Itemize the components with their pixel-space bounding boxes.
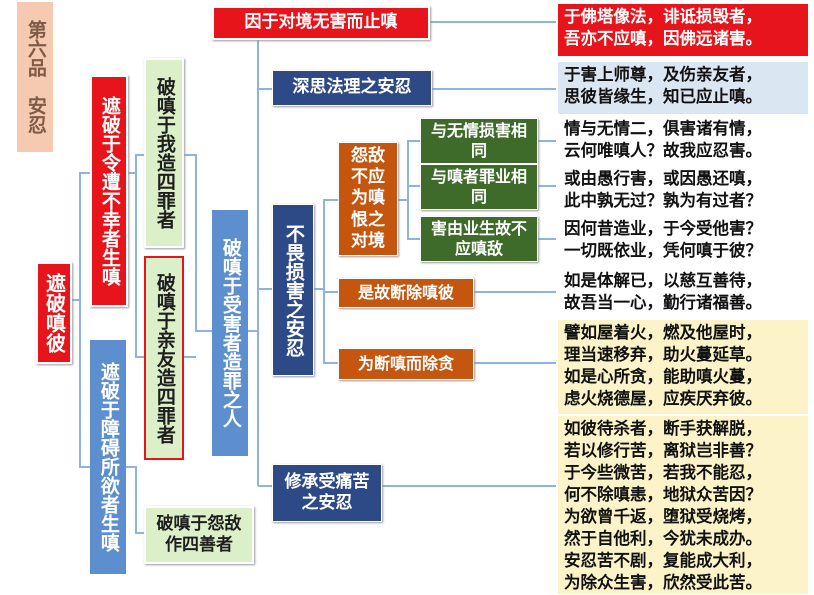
quote-line: 一切既依业，凭何嗔于彼？	[564, 241, 762, 260]
quote-2: 于害上师尊，及伤亲友者， 思彼皆缘生，知已应止嗔。	[558, 62, 808, 114]
node-e1: 与无情损害相同	[420, 118, 538, 164]
quote-line: 譬如屋着火，燃及他屋时，	[564, 323, 762, 342]
root-node: 遮破嗔彼	[36, 262, 72, 364]
node-mid: 破嗔于受害者造罪之人	[212, 210, 248, 456]
quote-line: 于今些微苦，若我不能忍，	[564, 463, 762, 482]
quote-line: 思彼皆缘生，知已应止嗔。	[564, 87, 762, 106]
quote-line: 何不除嗔恚，地狱众苦因？	[564, 485, 762, 504]
quote-line: 此中孰无过？孰为有过者？	[564, 191, 762, 210]
quote-line: 情与无情二，俱害诸有情，	[564, 119, 762, 138]
quote-6: 如是体解已，以慈互善待， 故吾当一心，勤行诸福善。	[558, 268, 808, 318]
quote-line: 或由愚行害，或因愚还嗔，	[564, 169, 762, 188]
quote-7: 譬如屋着火，燃及他屋时， 理当速移弃，助火蔓延草。 如是心所贪，能助嗔火蔓， 虑…	[558, 320, 808, 414]
node-e2: 与嗔者罪业相同	[420, 164, 538, 210]
quote-1: 于佛塔像法，诽诋损毁者， 吾亦不应嗔，因佛远诸害。	[558, 4, 808, 56]
quote-line: 故吾当一心，勤行诸福善。	[564, 293, 762, 312]
chapter-title: 第六品 安忍	[17, 2, 53, 152]
quote-line: 因何昔造业，于今受他害？	[564, 219, 762, 238]
quote-8: 如彼待杀者，断手获解脱， 若以修行苦，离狱岂非善？ 于今些微苦，若我不能忍， 何…	[558, 416, 808, 594]
node-bear: 修承受痛苦之安忍	[272, 464, 382, 522]
node-b1: 破嗔于怨敌作四善者	[144, 506, 254, 564]
quote-line: 为除众生害，欣然受此苦。	[564, 573, 762, 592]
quote-4: 或由愚行害，或因愚还嗔， 此中孰无过？孰为有过者？	[558, 166, 808, 216]
node-top: 因于对境无害而止嗔	[212, 6, 430, 40]
node-remove: 是故断除嗔彼	[338, 278, 474, 308]
node-fear: 不畏损害之安忍	[272, 204, 314, 376]
quote-5: 因何昔造业，于今受他害？ 一切既依业，凭何嗔于彼？	[558, 216, 808, 266]
quote-line: 如彼待杀者，断手获解脱，	[564, 419, 762, 438]
node-deep: 深思法理之安忍	[272, 70, 432, 106]
node-a2: 破嗔于亲友造四罪者	[144, 256, 184, 460]
node-enemy: 怨敌不应为嗔恨之对境	[338, 142, 398, 256]
quote-line: 云何唯嗔人？故我应忍害。	[564, 141, 762, 160]
branch-b-node: 遮破于障碍所欲者生嗔	[90, 340, 126, 574]
node-a1: 破嗔于我造四罪者	[144, 58, 184, 248]
quote-line: 安忍苦不剧，复能成大利，	[564, 551, 762, 570]
quote-line: 然于自他利，今犹未成办。	[564, 529, 762, 548]
node-greed: 为断嗔而除贪	[338, 348, 474, 380]
quote-line: 于害上师尊，及伤亲友者，	[564, 65, 762, 84]
branch-a-node: 遮破于令遭不幸者生嗔	[90, 75, 128, 307]
quote-3: 情与无情二，俱害诸有情， 云何唯嗔人？故我应忍害。	[558, 116, 808, 166]
quote-line: 虑火烧德屋，应疾厌弃彼。	[564, 389, 762, 408]
quote-line: 如是体解已，以慈互善待，	[564, 271, 762, 290]
node-e3: 害由业生故不应嗔敌	[420, 216, 538, 262]
quote-line: 吾亦不应嗔，因佛远诸害。	[564, 29, 762, 48]
quote-line: 若以修行苦，离狱岂非善？	[564, 441, 762, 460]
quote-line: 为欲曾千返，堕狱受烧烤，	[564, 507, 762, 526]
quote-line: 如是心所贪，能助嗔火蔓，	[564, 367, 762, 386]
quote-line: 于佛塔像法，诽诋损毁者，	[564, 7, 762, 26]
quote-line: 理当速移弃，助火蔓延草。	[564, 345, 762, 364]
